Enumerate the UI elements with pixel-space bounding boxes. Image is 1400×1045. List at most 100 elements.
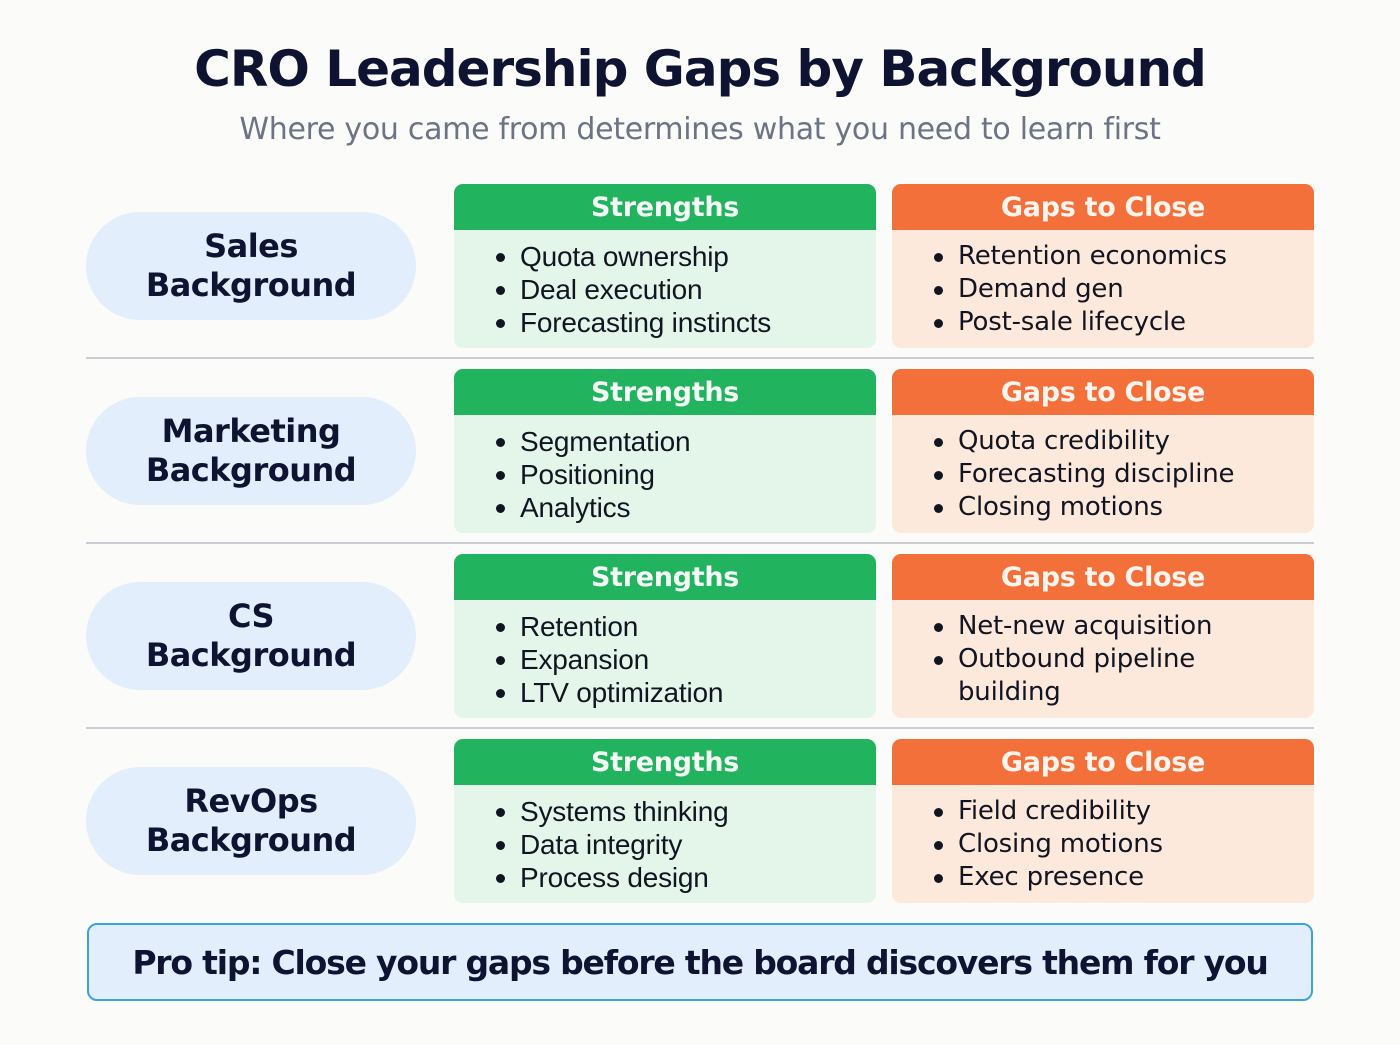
gaps-card: Gaps to Close Field credibility Closing …	[892, 739, 1314, 903]
bullet-icon	[934, 286, 943, 295]
row-divider	[86, 727, 1314, 729]
list-item: Data integrity	[496, 828, 876, 861]
strengths-card: Strengths Systems thinking Data integrit…	[454, 739, 876, 903]
background-pill: RevOps Background	[86, 767, 416, 875]
list-item-text: Retention	[520, 611, 639, 642]
strengths-list: Quota ownership Deal execution Forecasti…	[454, 230, 876, 339]
bullet-icon	[934, 504, 943, 513]
strengths-heading: Strengths	[454, 184, 876, 230]
background-label: CS Background	[145, 597, 357, 674]
list-item: Systems thinking	[496, 795, 876, 828]
list-item-text: Analytics	[520, 492, 631, 523]
list-item: Retention	[496, 610, 876, 643]
bullet-icon	[934, 808, 943, 817]
bullet-icon	[496, 656, 505, 665]
list-item-text: Retention economics	[958, 241, 1227, 271]
strengths-list: Systems thinking Data integrity Process …	[454, 785, 876, 894]
list-item: LTV optimization	[496, 676, 876, 709]
list-item: Quota ownership	[496, 240, 876, 273]
list-item-text: Systems thinking	[520, 796, 729, 827]
list-item: Closing motions	[934, 491, 1314, 524]
list-item: Quota credibility	[934, 425, 1314, 458]
list-item-text: Quota ownership	[520, 241, 729, 272]
background-label: Marketing Background	[145, 412, 357, 489]
list-item-text: Quota credibility	[958, 426, 1170, 456]
gaps-card: Gaps to Close Quota credibility Forecast…	[892, 369, 1314, 533]
strengths-card: Strengths Quota ownership Deal execution…	[454, 184, 876, 348]
bullet-icon	[934, 623, 943, 632]
bullet-icon	[496, 689, 505, 698]
background-pill: Marketing Background	[86, 397, 416, 505]
list-item: Demand gen	[934, 273, 1314, 306]
pro-tip-banner: Pro tip: Close your gaps before the boar…	[87, 923, 1313, 1001]
list-item-text: Demand gen	[958, 274, 1124, 304]
list-item-text: Closing motions	[958, 492, 1163, 522]
bullet-icon	[496, 253, 505, 262]
list-item: Exec presence	[934, 861, 1314, 894]
list-item-text: Exec presence	[958, 862, 1144, 892]
list-item: Segmentation	[496, 425, 876, 458]
bullet-icon	[934, 471, 943, 480]
gaps-heading: Gaps to Close	[892, 369, 1314, 415]
row-divider	[86, 542, 1314, 544]
list-item-text: Outbound pipeline building	[958, 644, 1196, 707]
gaps-card: Gaps to Close Net-new acquisition Outbou…	[892, 554, 1314, 718]
list-item-text: Field credibility	[958, 796, 1151, 826]
bullet-icon	[934, 438, 943, 447]
gaps-list: Field credibility Closing motions Exec p…	[892, 785, 1314, 894]
strengths-heading: Strengths	[454, 739, 876, 785]
list-item: Forecasting discipline	[934, 458, 1314, 491]
strengths-card: Strengths Segmentation Positioning Analy…	[454, 369, 876, 533]
list-item: Forecasting instincts	[496, 306, 876, 339]
list-item: Outbound pipeline building	[934, 643, 1234, 709]
list-item: Field credibility	[934, 795, 1314, 828]
list-item-text: Forecasting instincts	[520, 307, 772, 338]
list-item: Expansion	[496, 643, 876, 676]
list-item: Net-new acquisition	[934, 610, 1274, 643]
list-item: Positioning	[496, 458, 876, 491]
background-pill: CS Background	[86, 582, 416, 690]
background-row-marketing: Marketing Background Strengths Segmentat…	[86, 369, 1314, 535]
bullet-icon	[934, 253, 943, 262]
gaps-heading: Gaps to Close	[892, 554, 1314, 600]
strengths-list: Segmentation Positioning Analytics	[454, 415, 876, 524]
row-divider	[86, 357, 1314, 359]
strengths-card: Strengths Retention Expansion LTV optimi…	[454, 554, 876, 718]
strengths-heading: Strengths	[454, 554, 876, 600]
pro-tip-text: Pro tip: Close your gaps before the boar…	[132, 942, 1269, 982]
bullet-icon	[934, 874, 943, 883]
strengths-heading: Strengths	[454, 369, 876, 415]
bullet-icon	[496, 623, 505, 632]
gaps-list: Net-new acquisition Outbound pipeline bu…	[892, 600, 1314, 709]
bullet-icon	[496, 286, 505, 295]
list-item: Deal execution	[496, 273, 876, 306]
background-label: RevOps Background	[145, 782, 357, 859]
list-item-text: Segmentation	[520, 426, 691, 457]
bullet-icon	[496, 471, 505, 480]
bullet-icon	[496, 874, 505, 883]
list-item: Closing motions	[934, 828, 1314, 861]
list-item-text: Positioning	[520, 459, 655, 490]
list-item: Process design	[496, 861, 876, 894]
list-item-text: Process design	[520, 862, 709, 893]
list-item-text: Data integrity	[520, 829, 683, 860]
bullet-icon	[934, 319, 943, 328]
list-item: Analytics	[496, 491, 876, 524]
list-item-text: Expansion	[520, 644, 649, 675]
bullet-icon	[496, 438, 505, 447]
background-row-sales: Sales Background Strengths Quota ownersh…	[86, 184, 1314, 350]
gaps-list: Retention economics Demand gen Post-sale…	[892, 230, 1314, 339]
page-subtitle: Where you came from determines what you …	[239, 112, 1161, 147]
gaps-card: Gaps to Close Retention economics Demand…	[892, 184, 1314, 348]
background-row-cs: CS Background Strengths Retention Expans…	[86, 554, 1314, 720]
bullet-icon	[934, 841, 943, 850]
list-item-text: Post-sale lifecycle	[958, 307, 1186, 337]
bullet-icon	[496, 504, 505, 513]
list-item-text: LTV optimization	[520, 677, 724, 708]
gaps-list: Quota credibility Forecasting discipline…	[892, 415, 1314, 524]
list-item: Post-sale lifecycle	[934, 306, 1314, 339]
bullet-icon	[496, 319, 505, 328]
bullet-icon	[934, 656, 943, 665]
gaps-heading: Gaps to Close	[892, 739, 1314, 785]
gaps-heading: Gaps to Close	[892, 184, 1314, 230]
